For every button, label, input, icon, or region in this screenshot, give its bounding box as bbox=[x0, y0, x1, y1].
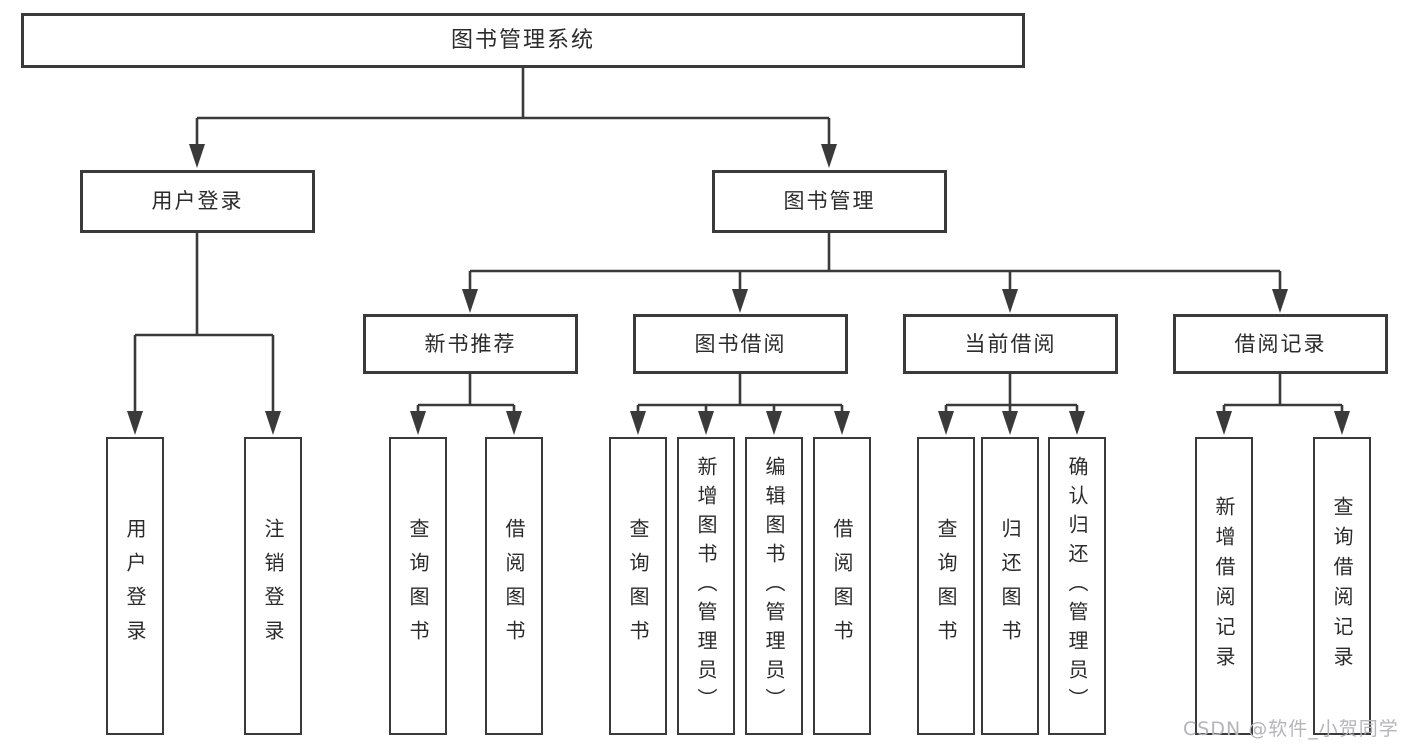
node-book-management: 图书管理 bbox=[712, 170, 947, 233]
leaf-edit-book-admin: 编辑图书（管理员） bbox=[745, 437, 803, 735]
leaf-query-books-current: 查询图书 bbox=[917, 437, 975, 735]
leaf-borrow-books-borrowing: 借阅图书 bbox=[813, 437, 871, 735]
leaf-add-borrow-record: 新增借阅记录 bbox=[1195, 437, 1253, 735]
node-current-borrowing: 当前借阅 bbox=[903, 314, 1118, 374]
csdn-watermark: CSDN @软件_小贺同学 bbox=[1183, 718, 1399, 740]
leaf-query-books-borrowing: 查询图书 bbox=[609, 437, 667, 735]
leaf-borrow-books-recommend: 借阅图书 bbox=[485, 437, 543, 735]
node-library-management-system: 图书管理系统 bbox=[21, 13, 1025, 68]
node-book-borrowing: 图书借阅 bbox=[633, 314, 848, 374]
arrowheads bbox=[127, 144, 1350, 435]
leaf-return-book: 归还图书 bbox=[981, 437, 1039, 735]
leaf-query-borrow-record: 查询借阅记录 bbox=[1313, 437, 1371, 735]
node-borrowing-records: 借阅记录 bbox=[1173, 314, 1388, 374]
tree-edges bbox=[133, 68, 1344, 414]
node-new-book-recommend: 新书推荐 bbox=[363, 314, 578, 374]
leaf-query-books-recommend: 查询图书 bbox=[389, 437, 447, 735]
leaf-confirm-return-admin: 确认归还（管理员） bbox=[1048, 437, 1106, 735]
leaf-user-login: 用户登录 bbox=[106, 437, 164, 735]
node-user-login: 用户登录 bbox=[80, 170, 315, 233]
leaf-logout: 注销登录 bbox=[244, 437, 302, 735]
leaf-add-book-admin: 新增图书（管理员） bbox=[677, 437, 735, 735]
